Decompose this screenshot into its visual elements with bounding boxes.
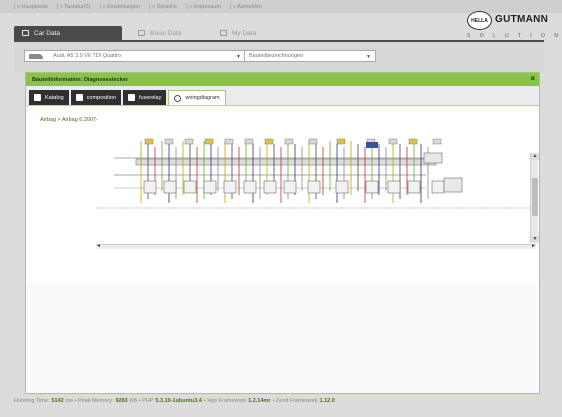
tab-basic-data-label: Basic Data — [150, 29, 182, 37]
modal-title: Bauteilinformation: Diagnosestecker — [32, 76, 128, 83]
status-bar: Running Time: 5142 ms • Peak Memory: 928… — [14, 398, 335, 404]
selector-row: Audi, A5 3.0 V6 TDI Quattro ▼ Bauteilbez… — [14, 40, 544, 72]
hella-logo-oval: HELLA — [467, 11, 492, 30]
nav-language-link[interactable]: | » Sprache — [149, 3, 178, 10]
tab-composition-label: composition — [86, 94, 117, 101]
hella-gutmann-logo: HELLA GUTMANN S O L U T I O N S — [467, 11, 562, 41]
basic-data-icon — [138, 30, 145, 36]
hgs-version-value: 1.2.14mr — [248, 398, 271, 404]
tab-fuserelay[interactable]: fuserelay — [123, 90, 167, 105]
nav-keyboard-link[interactable]: | » Tastatur(3) — [56, 3, 91, 10]
tab-car-data[interactable]: Car Data — [14, 26, 122, 40]
tab-my-data[interactable]: My Data — [212, 26, 264, 40]
zend-version-value: 1.12.0 — [319, 398, 335, 404]
diagram-breadcrumb[interactable]: Airbag > Airbag 6.2007- — [40, 117, 98, 123]
gutmann-wordmark: GUTMANN — [495, 14, 549, 25]
nav-logout-link[interactable]: | » Abmelden — [229, 3, 262, 10]
nav-imprint-link[interactable]: | » Impressum — [186, 3, 221, 10]
tab-car-data-label: Car Data — [34, 29, 61, 37]
modal-tabs: Katalog composition fuserelay wiringdiag… — [26, 86, 539, 106]
tab-wiringdiagram-label: wiringdiagram — [185, 95, 220, 101]
top-navigation: | » Hauptseite | » Tastatur(3) | » Einst… — [0, 0, 562, 13]
component-info-modal: Bauteilinformation: Diagnosestecker × Ka… — [25, 72, 540, 394]
horizontal-scrollbar[interactable]: ◄ ► — [96, 243, 536, 249]
tab-katalog[interactable]: Katalog — [29, 90, 69, 105]
running-time-value: 5142 — [51, 398, 64, 404]
chevron-down-icon: ▼ — [236, 54, 241, 60]
tab-katalog-label: Katalog — [45, 94, 64, 101]
car-icon — [29, 53, 43, 59]
app-tabs: Car Data Basic Data My Data — [14, 26, 264, 40]
peak-memory-value: 9283 — [115, 398, 128, 404]
parts-select[interactable]: Bauteilbezeichnungen ▼ — [244, 50, 376, 62]
scroll-right-icon[interactable]: ► — [531, 243, 536, 249]
tab-composition[interactable]: composition — [70, 90, 122, 105]
catalog-icon — [34, 94, 41, 101]
scroll-thumb[interactable] — [532, 178, 538, 216]
fuserelay-icon — [128, 94, 136, 101]
solutions-tagline: S O L U T I O N S — [467, 33, 562, 39]
wiring-diagram-icon — [174, 94, 182, 102]
chevron-down-icon: ▼ — [366, 54, 371, 60]
nav-home-link[interactable]: | » Hauptseite — [14, 3, 48, 10]
vertical-scrollbar[interactable]: ▲ ▼ — [530, 153, 539, 243]
php-version-value: 5.3.10-1ubuntu3.4 — [155, 398, 202, 404]
my-data-icon — [220, 30, 227, 36]
vehicle-select[interactable]: Audi, A5 3.0 V6 TDI Quattro ▼ — [24, 50, 246, 62]
wiring-diagram-pane: Airbag > Airbag 6.2007- ▲ ▼ ◄ ► — [26, 111, 539, 283]
tab-basic-data[interactable]: Basic Data — [122, 26, 212, 40]
vehicle-select-value: Audi, A5 3.0 V6 TDI Quattro — [53, 53, 122, 59]
wiring-diagram-image[interactable] — [36, 123, 536, 233]
tab-fuserelay-label: fuserelay — [139, 94, 162, 101]
close-icon[interactable]: × — [530, 74, 535, 83]
composition-icon — [75, 94, 83, 101]
tab-wiringdiagram[interactable]: wiringdiagram — [168, 90, 226, 105]
nav-settings-link[interactable]: | » Einstellungen — [99, 3, 141, 10]
scroll-left-icon[interactable]: ◄ — [96, 243, 101, 249]
modal-header: Bauteilinformation: Diagnosestecker × — [26, 73, 539, 86]
car-data-icon — [22, 30, 29, 36]
scroll-down-icon[interactable]: ▼ — [531, 236, 539, 243]
scroll-up-icon[interactable]: ▲ — [531, 153, 539, 160]
parts-select-value: Bauteilbezeichnungen — [249, 53, 304, 59]
tab-my-data-label: My Data — [232, 29, 257, 37]
